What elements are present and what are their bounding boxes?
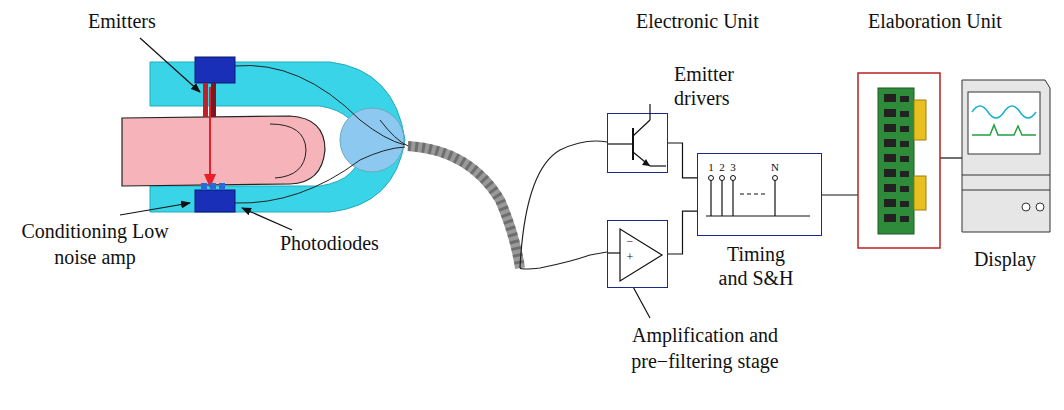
node-text: 1 (706, 162, 716, 173)
switches-box: 123NTiming and S&H (697, 153, 822, 236)
label-text: Amplification and pre−filtering stage (590, 322, 820, 374)
label-text: Conditioning Low noise amp (20, 218, 170, 270)
label-text: Photodiodes (280, 230, 410, 256)
node-text: Emitter drivers (674, 62, 764, 110)
transistor-symbol (608, 114, 669, 174)
label-text: Elaboration Unit (868, 8, 1038, 34)
node-text: 2 (717, 162, 727, 173)
node-text: 3 (728, 162, 738, 173)
label-text: Electronic Unit (636, 8, 786, 34)
label-text: Emitters (88, 8, 188, 34)
node-text: Timing and S&H (716, 242, 796, 290)
connector-line (668, 211, 697, 254)
opamp-box: −+ (607, 220, 668, 288)
opamp-symbol (608, 221, 669, 289)
node-text: + (624, 251, 636, 263)
switches-symbol (698, 154, 823, 237)
node-text: − (624, 235, 636, 247)
connector-line (668, 143, 697, 178)
label-text: Display (955, 246, 1055, 272)
transistor-box: Emitter drivers (607, 113, 668, 173)
node-text: N (770, 162, 780, 173)
